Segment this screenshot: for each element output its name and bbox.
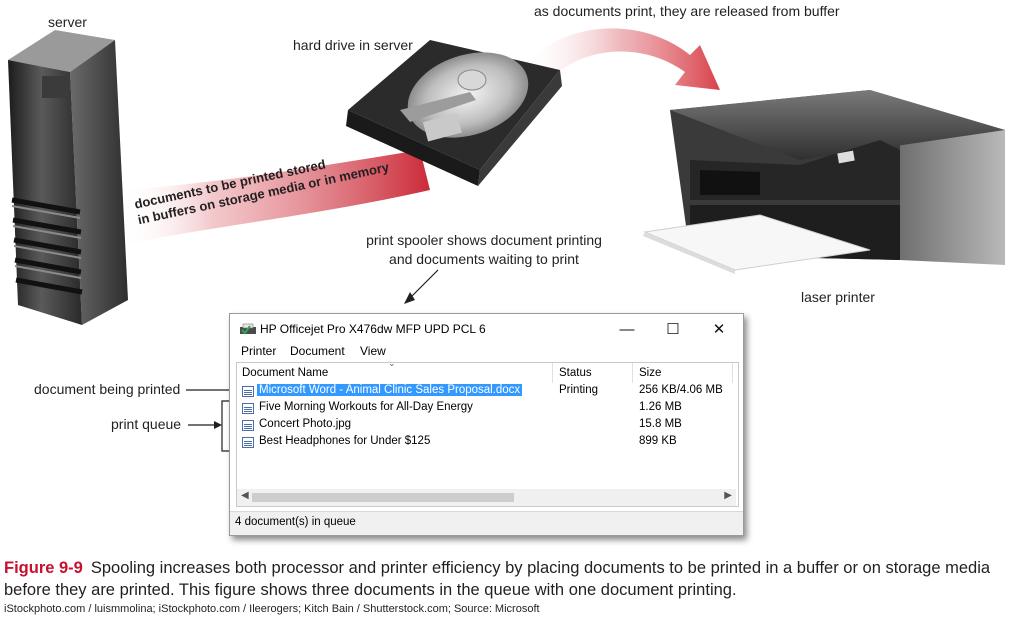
server-label: server	[48, 14, 87, 30]
column-header-document-name[interactable]: Document Name	[242, 367, 329, 379]
buffer-flow-band	[120, 150, 430, 245]
column-divider[interactable]	[552, 363, 553, 383]
chevron-down-icon: ⌄	[388, 358, 396, 368]
document-icon	[242, 437, 254, 448]
menu-printer[interactable]: Printer	[241, 344, 277, 358]
document-icon	[242, 420, 254, 431]
spooler-label: print spooler shows document printing an…	[364, 231, 604, 269]
status-bar: 4 document(s) in queue	[230, 511, 743, 535]
hard-drive-illustration	[346, 40, 562, 186]
table-row[interactable]: Concert Photo.jpg 15.8 MB	[237, 417, 736, 434]
maximize-button[interactable]: ☐	[666, 321, 680, 338]
caption-text: Spooling increases both processor and pr…	[4, 559, 991, 599]
document-size: 1.26 MB	[639, 401, 682, 413]
document-status: Printing	[559, 384, 598, 396]
column-header-status[interactable]: Status	[559, 367, 592, 379]
release-label: as documents print, they are released fr…	[534, 3, 840, 19]
scroll-left-icon[interactable]: ◀	[241, 490, 249, 501]
window-title: HP Officejet Pro X476dw MFP UPD PCL 6	[260, 322, 486, 336]
queue-count-text: 4 document(s) in queue	[235, 516, 356, 528]
scroll-right-icon[interactable]: ▶	[724, 490, 732, 501]
table-row[interactable]: Five Morning Workouts for All-Day Energy…	[237, 400, 736, 417]
document-size: 899 KB	[639, 435, 677, 447]
hard-drive-label: hard drive in server	[293, 37, 413, 53]
document-name: Microsoft Word - Animal Clinic Sales Pro…	[257, 384, 523, 396]
table-row[interactable]: Microsoft Word - Animal Clinic Sales Pro…	[237, 383, 736, 400]
print-queue-window: HP Officejet Pro X476dw MFP UPD PCL 6 — …	[229, 313, 744, 536]
print-queue-label: print queue	[111, 416, 182, 432]
server-illustration	[8, 30, 128, 325]
document-icon	[242, 403, 254, 414]
column-divider[interactable]	[632, 363, 633, 383]
table-row[interactable]: Best Headphones for Under $125 899 KB	[237, 434, 736, 451]
document-name: Five Morning Workouts for All-Day Energy	[259, 401, 473, 413]
horizontal-scrollbar[interactable]: ◀ ▶	[237, 489, 736, 506]
document-being-printed-label: document being printed	[34, 381, 181, 397]
figure-number: Figure 9-9	[4, 559, 83, 577]
document-size: 256 KB/4.06 MB	[639, 384, 723, 396]
menu-document[interactable]: Document	[290, 344, 345, 358]
close-button[interactable]: ✕	[712, 321, 726, 338]
document-icon	[242, 386, 254, 397]
column-divider[interactable]	[732, 363, 733, 383]
column-header-size[interactable]: Size	[639, 367, 662, 379]
title-bar[interactable]: HP Officejet Pro X476dw MFP UPD PCL 6 — …	[230, 314, 743, 344]
image-credits: iStockphoto.com / luismmolina; iStockpho…	[4, 603, 540, 615]
release-arrow	[520, 28, 720, 90]
spooler-label-line2: and documents waiting to print	[389, 251, 579, 267]
printer-icon	[240, 323, 256, 335]
spooler-label-line1: print spooler shows document printing	[366, 232, 602, 248]
laser-printer-label: laser printer	[801, 289, 875, 305]
document-size: 15.8 MB	[639, 418, 682, 430]
scrollbar-thumb[interactable]	[252, 493, 514, 502]
document-list: Document Name Status Size Microsoft Word…	[236, 362, 739, 507]
laser-printer-illustration	[643, 90, 1005, 274]
menu-bar: Printer Document View	[230, 344, 743, 362]
menu-view[interactable]: View	[360, 344, 386, 358]
document-name: Concert Photo.jpg	[259, 418, 352, 430]
document-name: Best Headphones for Under $125	[259, 435, 431, 447]
minimize-button[interactable]: —	[619, 321, 635, 338]
